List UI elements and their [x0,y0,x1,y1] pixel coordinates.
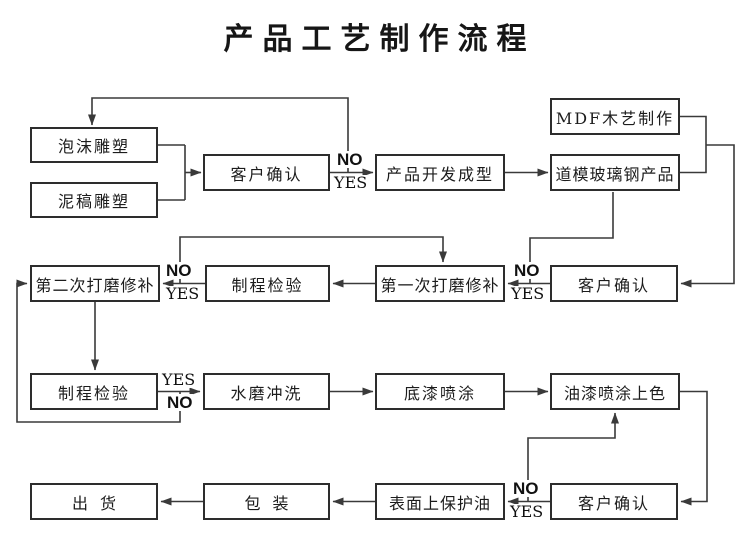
node-shipment: 出货 [30,483,158,520]
edge-label-no: NO [166,261,192,280]
edge-label-no: NO [337,150,363,169]
node-customer-confirm-1: 客户确认 [203,154,330,191]
node-customer-confirm-2: 客户确认 [550,265,678,302]
edge-paint-to-confirm4 [680,390,708,506]
edge-mdf-mold-merge [680,115,707,174]
edge-foam-clay-merge [158,144,186,201]
edge-confirm2-no-loop [529,192,614,284]
node-protective-oil: 表面上保护油 [375,483,505,520]
edge-label-no: NO [167,393,193,412]
edge-label-yes: YES [511,284,545,303]
edge-confirm4-no-loop [527,412,619,502]
node-primer-spray: 底漆喷涂 [375,373,505,410]
node-mdf-woodcraft: MDF木艺制作 [550,98,680,135]
node-packaging: 包装 [203,483,330,520]
node-customer-confirm-4: 客户确认 [550,483,678,520]
edge-inspect3-no-loop [16,279,181,423]
edge-label-yes: YES [510,502,544,521]
node-clay-sculpture: 泥稿雕塑 [30,182,158,218]
edge-merge-to-confirm2 [680,144,735,288]
node-product-develop: 产品开发成型 [375,154,505,191]
node-first-grinding: 第一次打磨修补 [375,265,505,302]
edge-inspect2-no-loop [179,236,447,284]
page-title: 产品工艺制作流程 [223,22,536,57]
node-water-rinse: 水磨冲洗 [203,373,330,410]
node-process-inspect-2: 制程检验 [205,265,330,302]
edge-label-yes: YES [334,173,368,192]
node-foam-sculpture: 泡沫雕塑 [30,127,158,163]
node-process-inspect-3: 制程检验 [30,373,158,410]
edge-label-no: NO [514,261,540,280]
edge-label-yes: YES [166,284,200,303]
edge-confirm1-no-loop [88,97,349,173]
edge-label-yes: YES [162,370,196,389]
node-paint-color: 油漆喷涂上色 [550,373,680,410]
node-mold-fiberglass: 道模玻璃钢产品 [550,154,680,191]
node-second-grinding: 第二次打磨修补 [30,265,160,302]
edge-label-no: NO [513,479,539,498]
